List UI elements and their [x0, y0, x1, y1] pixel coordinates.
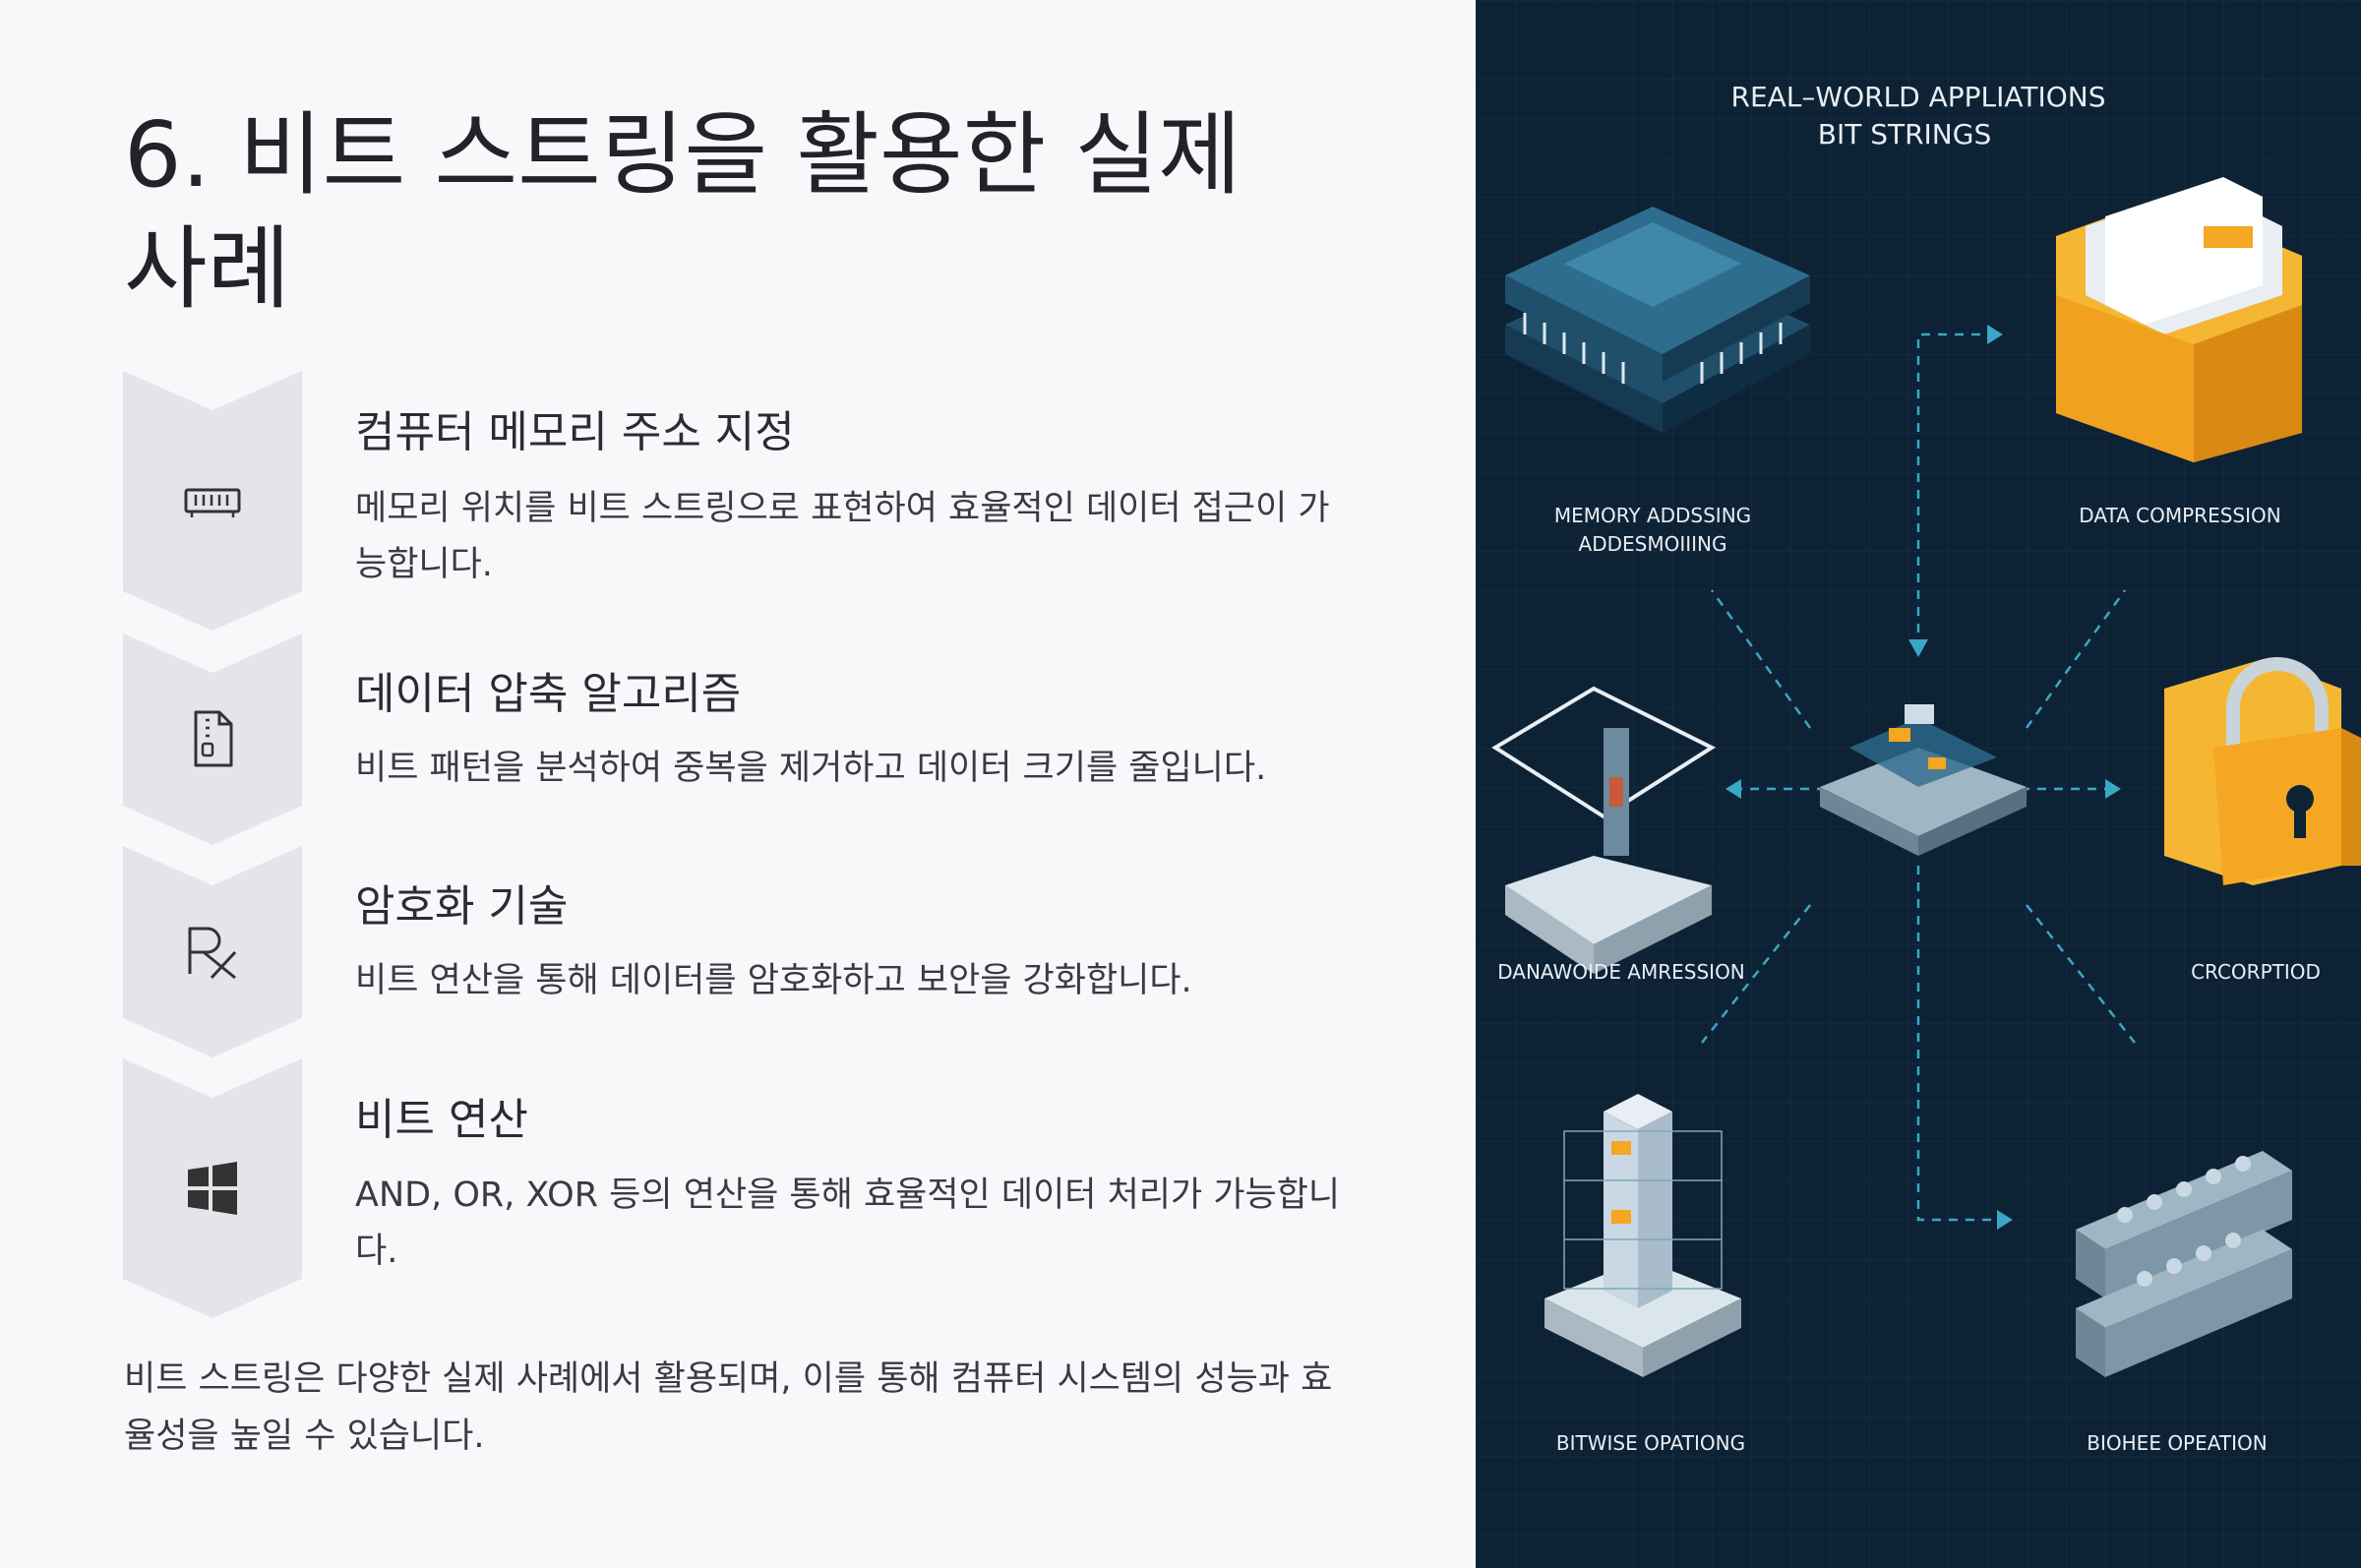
- label-compression: DATA COMPRESSION: [2079, 504, 2280, 527]
- wireframe-cube-graphic: [1491, 686, 1717, 974]
- summary-text: 비트 스트링은 다양한 실제 사례에서 활용되며, 이를 통해 컴퓨터 시스템의…: [124, 1359, 1333, 1456]
- item-desc-memory: 메모리 위치를 비트 스트링으로 표현하여 효율적인 데이터 접근이 가능합니다…: [355, 489, 1330, 584]
- item-title-compression: 데이터 압축 알고리즘: [355, 669, 742, 719]
- stacked-blocks-graphic: [2076, 1151, 2292, 1377]
- server-tower-graphic: [1544, 1094, 1741, 1377]
- connector-lines: [1701, 332, 2136, 1222]
- content-panel: 6. 비트 스트링을 활용한 실제 사례 컴퓨터 메모리 주소 지정 메모리 위…: [0, 102, 1341, 1456]
- memory-chip-graphic: [1505, 207, 1810, 433]
- chevron-compression: [123, 633, 302, 845]
- chevron-memory: [123, 371, 302, 631]
- item-title-memory: 컴퓨터 메모리 주소 지정: [355, 407, 795, 457]
- label-biohee: BIOHEE OPEATION: [2087, 1431, 2267, 1455]
- windows-icon: [180, 1156, 245, 1221]
- item-desc-compression: 비트 패턴을 분석하여 중복을 제거하고 데이터 크기를 줄입니다.: [355, 749, 1267, 788]
- item-desc-encryption: 비트 연산을 통해 데이터를 암호화하고 보안을 강화합니다.: [355, 961, 1192, 1000]
- item-title-bitwise: 비트 연산: [355, 1095, 528, 1145]
- file-archive-icon: [180, 706, 245, 771]
- label-memory-2: ADDESMOIIING: [1579, 532, 1727, 556]
- label-memory-1: MEMORY ADDSSING: [1554, 504, 1751, 527]
- folder-graphic: [2056, 177, 2302, 462]
- prescription-icon: [180, 919, 245, 984]
- illustration: REAL–WORLD APPLIATIONS BIT STRINGS: [1476, 0, 2361, 1568]
- chevron-bitwise: [123, 1058, 302, 1318]
- item-title-encryption: 암호화 기술: [355, 881, 569, 932]
- page-title: 6. 비트 스트링을 활용한 실제 사례: [124, 102, 1241, 322]
- illustration-heading-1: REAL–WORLD APPLIATIONS: [1730, 81, 2105, 113]
- label-encryption: CRCORPTIOD: [2191, 960, 2321, 984]
- item-desc-bitwise: AND, OR, XOR 등의 연산을 통해 효율적인 데이터 처리가 가능합니…: [355, 1176, 1341, 1271]
- center-platform-graphic: [1820, 704, 2027, 856]
- chevron-encryption: [123, 846, 302, 1057]
- memory-icon: [180, 468, 245, 533]
- illustration-heading-2: BIT STRINGS: [1818, 118, 1991, 151]
- padlock-graphic: [2164, 657, 2361, 885]
- label-bitwise: BITWISE OPATIONG: [1556, 1431, 1745, 1455]
- label-dynamic: DANAWOIDE AMRESSION: [1497, 960, 1745, 984]
- illustration-panel: REAL–WORLD APPLIATIONS BIT STRINGS: [1476, 0, 2361, 1568]
